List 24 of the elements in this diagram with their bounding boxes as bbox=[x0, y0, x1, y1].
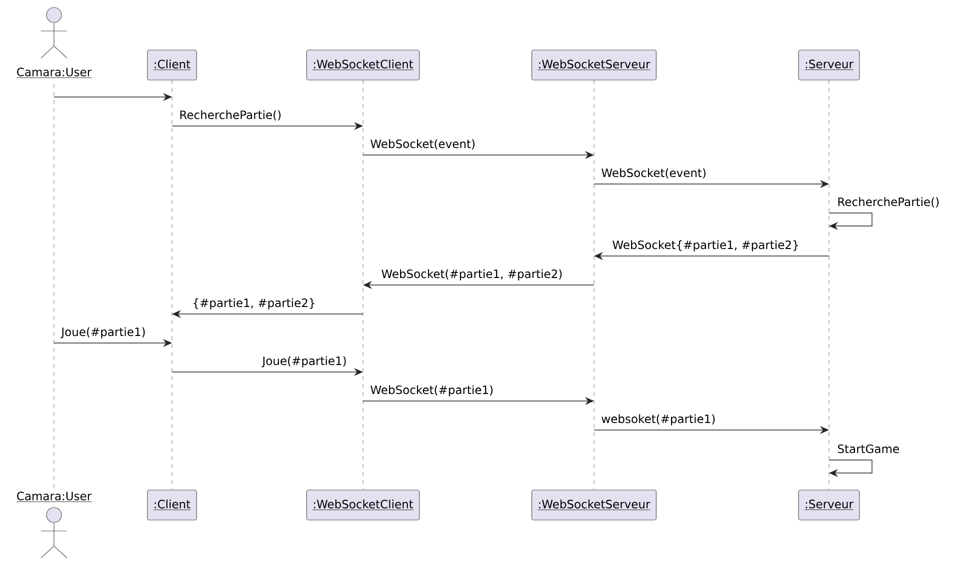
edge-label: {#partie1, #partie2} bbox=[194, 298, 314, 310]
message-arrow bbox=[828, 460, 872, 478]
edge-label: WebSocket(#partie1, #partie2) bbox=[382, 269, 562, 280]
edge-label: WebSocket(event) bbox=[370, 139, 475, 150]
participant-box: :Client bbox=[147, 50, 197, 80]
actor-label: Camara:User bbox=[16, 492, 92, 502]
participant-box: :WebSocketClient bbox=[306, 50, 420, 80]
edge-label: Joue(#partie1) bbox=[60, 327, 145, 338]
edge-label: Joue(#partie1) bbox=[262, 356, 346, 368]
participant-box: :Client bbox=[147, 490, 197, 520]
edge-label: WebSocket(event) bbox=[602, 168, 706, 179]
edge-label: StartGame bbox=[838, 444, 899, 454]
participant-box: :WebSocketServeur bbox=[532, 50, 657, 80]
edge-label: RecherchePartie() bbox=[838, 197, 939, 208]
edge-label: websoket(#partie1) bbox=[602, 414, 715, 426]
edge-label: WebSocket{#partie1, #partie2} bbox=[612, 240, 798, 252]
message-arrow bbox=[828, 212, 872, 230]
edge-label: WebSocket(#partie1) bbox=[370, 385, 493, 396]
participant-box: :Serveur bbox=[798, 50, 860, 80]
edge-label: RecherchePartie() bbox=[180, 110, 281, 121]
participant-box: :WebSocketServeur bbox=[532, 490, 657, 520]
participant-box: :WebSocketClient bbox=[306, 490, 420, 520]
participant-box: :Serveur bbox=[798, 490, 860, 520]
actor-label: Camara:User bbox=[16, 68, 92, 78]
